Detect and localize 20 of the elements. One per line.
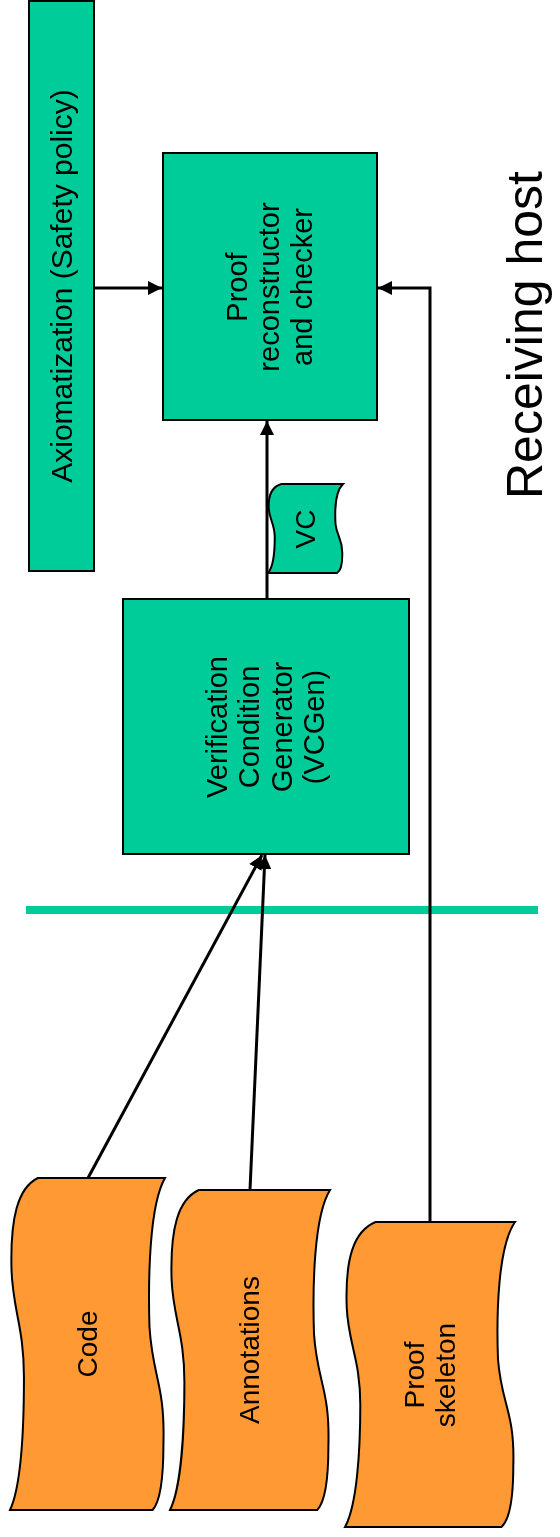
process-box [122,598,410,855]
node-label: Verification Condition Generator (VCGen) [201,654,331,800]
node-label: VC [289,508,322,551]
document-shape [268,484,343,573]
process-box [28,0,95,572]
document-shape [170,1190,330,1510]
node-label: Proof skeleton [398,1321,462,1429]
arrow [95,281,162,295]
document-shape [345,1222,515,1527]
node-label: Axiomatization (Safety policy) [44,88,79,485]
node-label: Proof reconstructor and checker [221,200,319,374]
process-box [162,152,378,421]
region-label: Receiving host [497,171,553,499]
arrow [378,281,432,1222]
arrow [248,854,272,1191]
node-label: Annotations [234,1275,266,1426]
node-label: Code [71,1309,104,1380]
arrow [260,421,274,598]
document-shape [10,1178,165,1510]
arrow [86,854,264,1179]
